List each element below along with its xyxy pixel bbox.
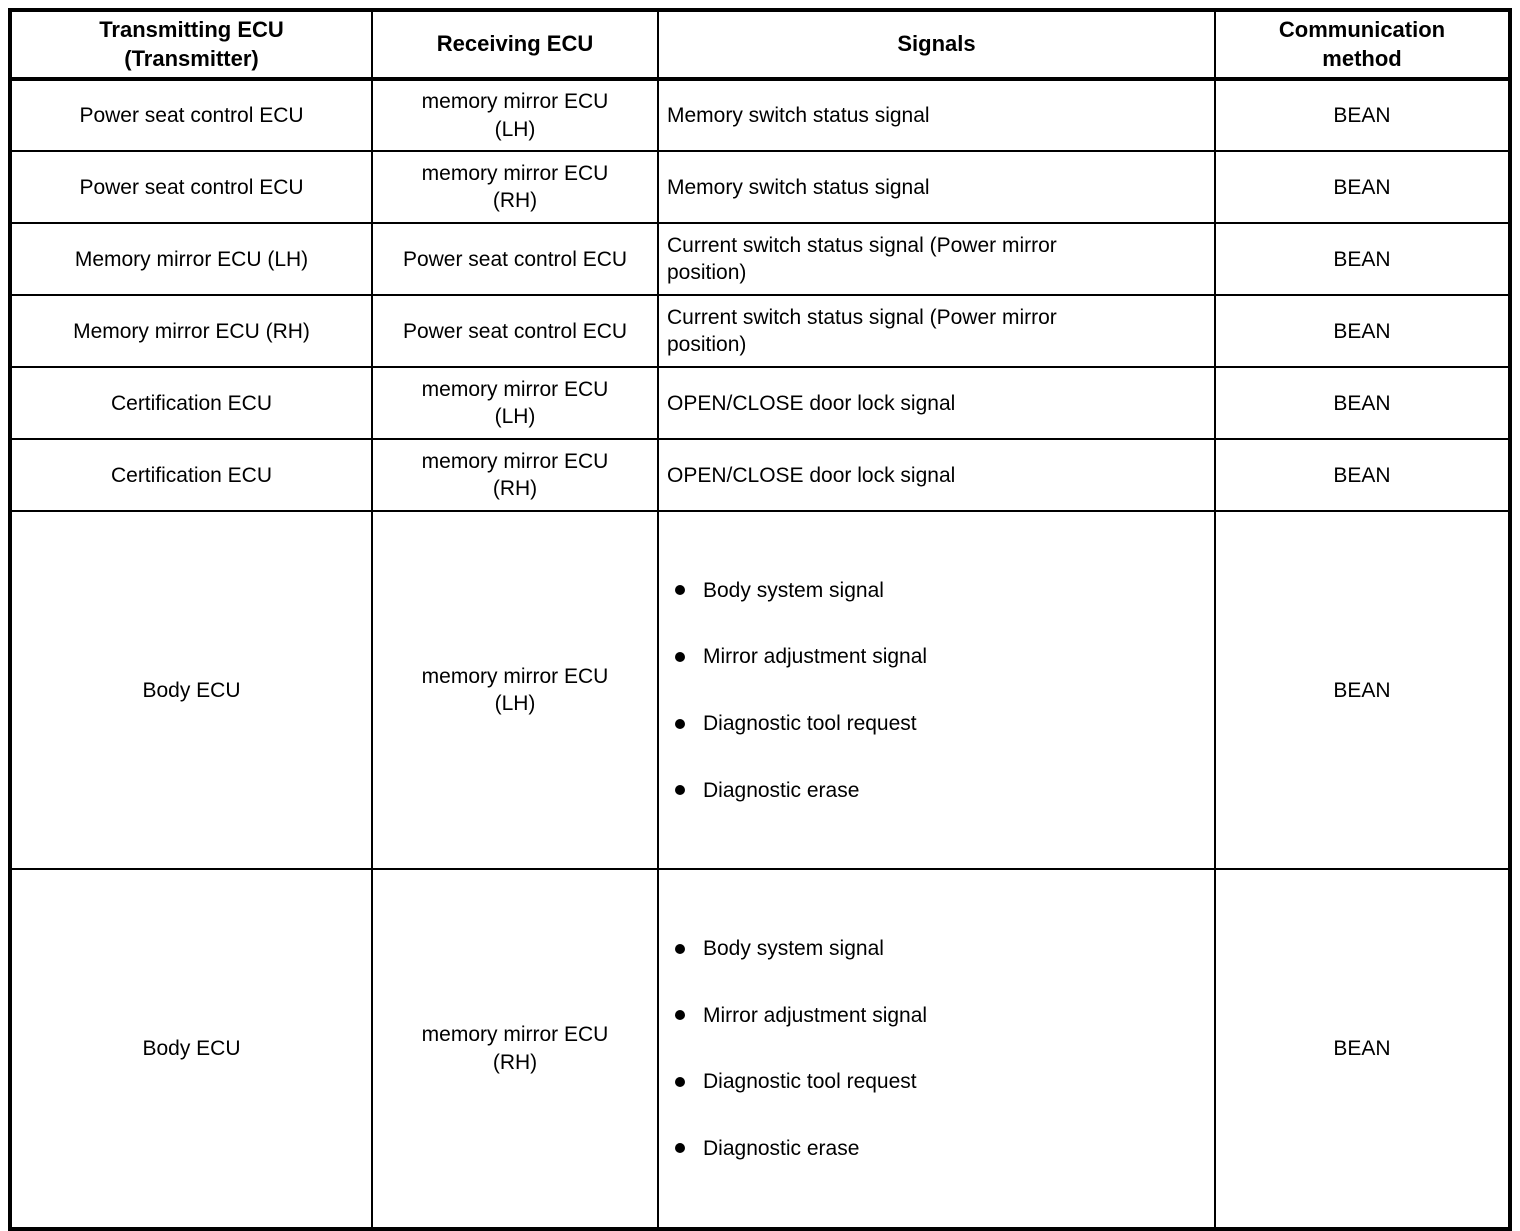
header-signals: Signals — [657, 8, 1216, 82]
bullet-icon — [675, 718, 685, 729]
signals-cell: Memory switch status signal — [657, 78, 1216, 153]
signal-text: Diagnostic tool request — [703, 711, 917, 735]
table-row: Body ECU memory mirror ECU (LH) Body sys… — [9, 510, 1511, 871]
bullet-icon — [675, 585, 685, 596]
table-row: Power seat control ECU memory mirror ECU… — [9, 150, 1511, 225]
ecu-communication-table: Transmitting ECU (Transmitter) Receiving… — [8, 8, 1512, 1231]
list-item: Body system signal — [675, 577, 1206, 604]
communication-method-cell: BEAN — [1214, 150, 1511, 225]
transmitting-ecu-cell: Power seat control ECU — [9, 78, 373, 153]
communication-method-cell: BEAN — [1214, 510, 1511, 871]
table-row: Memory mirror ECU (LH) Power seat contro… — [9, 222, 1511, 297]
list-item: Mirror adjustment signal — [675, 643, 1206, 670]
table-row: Transmitting ECU (Transmitter) Receiving… — [9, 8, 1511, 82]
signal-text: Diagnostic tool request — [703, 1070, 917, 1094]
transmitting-ecu-cell: Certification ECU — [9, 438, 373, 513]
receiving-ecu-cell: Power seat control ECU — [371, 294, 659, 369]
document-page: Transmitting ECU (Transmitter) Receiving… — [8, 8, 1512, 1231]
header-receiving-ecu: Receiving ECU — [371, 8, 659, 82]
list-item: Diagnostic tool request — [675, 1068, 1206, 1095]
signal-text: Diagnostic erase — [703, 778, 860, 802]
signals-cell: Body system signal Mirror adjustment sig… — [657, 510, 1216, 871]
transmitting-ecu-cell: Body ECU — [9, 868, 373, 1230]
bullet-icon — [675, 1143, 685, 1154]
table-row: Certification ECU memory mirror ECU (LH)… — [9, 366, 1511, 441]
signal-bullet-list: Body system signal Mirror adjustment sig… — [667, 543, 1206, 837]
table-header-row: Transmitting ECU (Transmitter) Receiving… — [9, 8, 1511, 82]
signals-cell: Body system signal Mirror adjustment sig… — [657, 868, 1216, 1230]
communication-method-cell: BEAN — [1214, 366, 1511, 441]
header-transmitting-ecu: Transmitting ECU (Transmitter) — [9, 8, 373, 82]
signals-cell: OPEN/CLOSE door lock signal — [657, 438, 1216, 513]
receiving-ecu-cell: memory mirror ECU (RH) — [371, 150, 659, 225]
signal-text: Mirror adjustment signal — [703, 1003, 928, 1027]
bullet-icon — [675, 1076, 685, 1087]
signal-text: Body system signal — [703, 937, 884, 961]
list-item: Diagnostic tool request — [675, 710, 1206, 737]
bullet-icon — [675, 1010, 685, 1021]
communication-method-cell: BEAN — [1214, 222, 1511, 297]
signals-cell: Current switch status signal (Power mirr… — [657, 294, 1216, 369]
receiving-ecu-cell: memory mirror ECU (RH) — [371, 438, 659, 513]
transmitting-ecu-cell: Power seat control ECU — [9, 150, 373, 225]
bullet-icon — [675, 652, 685, 663]
communication-method-cell: BEAN — [1214, 294, 1511, 369]
list-item: Mirror adjustment signal — [675, 1002, 1206, 1029]
receiving-ecu-cell: memory mirror ECU (RH) — [371, 868, 659, 1230]
signal-bullet-list: Body system signal Mirror adjustment sig… — [667, 902, 1206, 1196]
communication-method-cell: BEAN — [1214, 78, 1511, 153]
receiving-ecu-cell: memory mirror ECU (LH) — [371, 78, 659, 153]
signal-text: Body system signal — [703, 578, 884, 602]
table-row: Certification ECU memory mirror ECU (RH)… — [9, 438, 1511, 513]
bullet-icon — [675, 943, 685, 954]
receiving-ecu-cell: memory mirror ECU (LH) — [371, 366, 659, 441]
transmitting-ecu-cell: Memory mirror ECU (RH) — [9, 294, 373, 369]
communication-method-cell: BEAN — [1214, 868, 1511, 1230]
table-row: Power seat control ECU memory mirror ECU… — [9, 78, 1511, 153]
transmitting-ecu-cell: Memory mirror ECU (LH) — [9, 222, 373, 297]
transmitting-ecu-cell: Body ECU — [9, 510, 373, 871]
header-communication-method: Communication method — [1214, 8, 1511, 82]
signals-cell: OPEN/CLOSE door lock signal — [657, 366, 1216, 441]
table-row: Memory mirror ECU (RH) Power seat contro… — [9, 294, 1511, 369]
bullet-icon — [675, 785, 685, 796]
list-item: Diagnostic erase — [675, 777, 1206, 804]
receiving-ecu-cell: Power seat control ECU — [371, 222, 659, 297]
table-row: Body ECU memory mirror ECU (RH) Body sys… — [9, 868, 1511, 1230]
communication-method-cell: BEAN — [1214, 438, 1511, 513]
list-item: Body system signal — [675, 935, 1206, 962]
receiving-ecu-cell: memory mirror ECU (LH) — [371, 510, 659, 871]
signal-text: Mirror adjustment signal — [703, 645, 928, 669]
transmitting-ecu-cell: Certification ECU — [9, 366, 373, 441]
list-item: Diagnostic erase — [675, 1135, 1206, 1162]
signals-cell: Current switch status signal (Power mirr… — [657, 222, 1216, 297]
signals-cell: Memory switch status signal — [657, 150, 1216, 225]
signal-text: Diagnostic erase — [703, 1136, 860, 1160]
